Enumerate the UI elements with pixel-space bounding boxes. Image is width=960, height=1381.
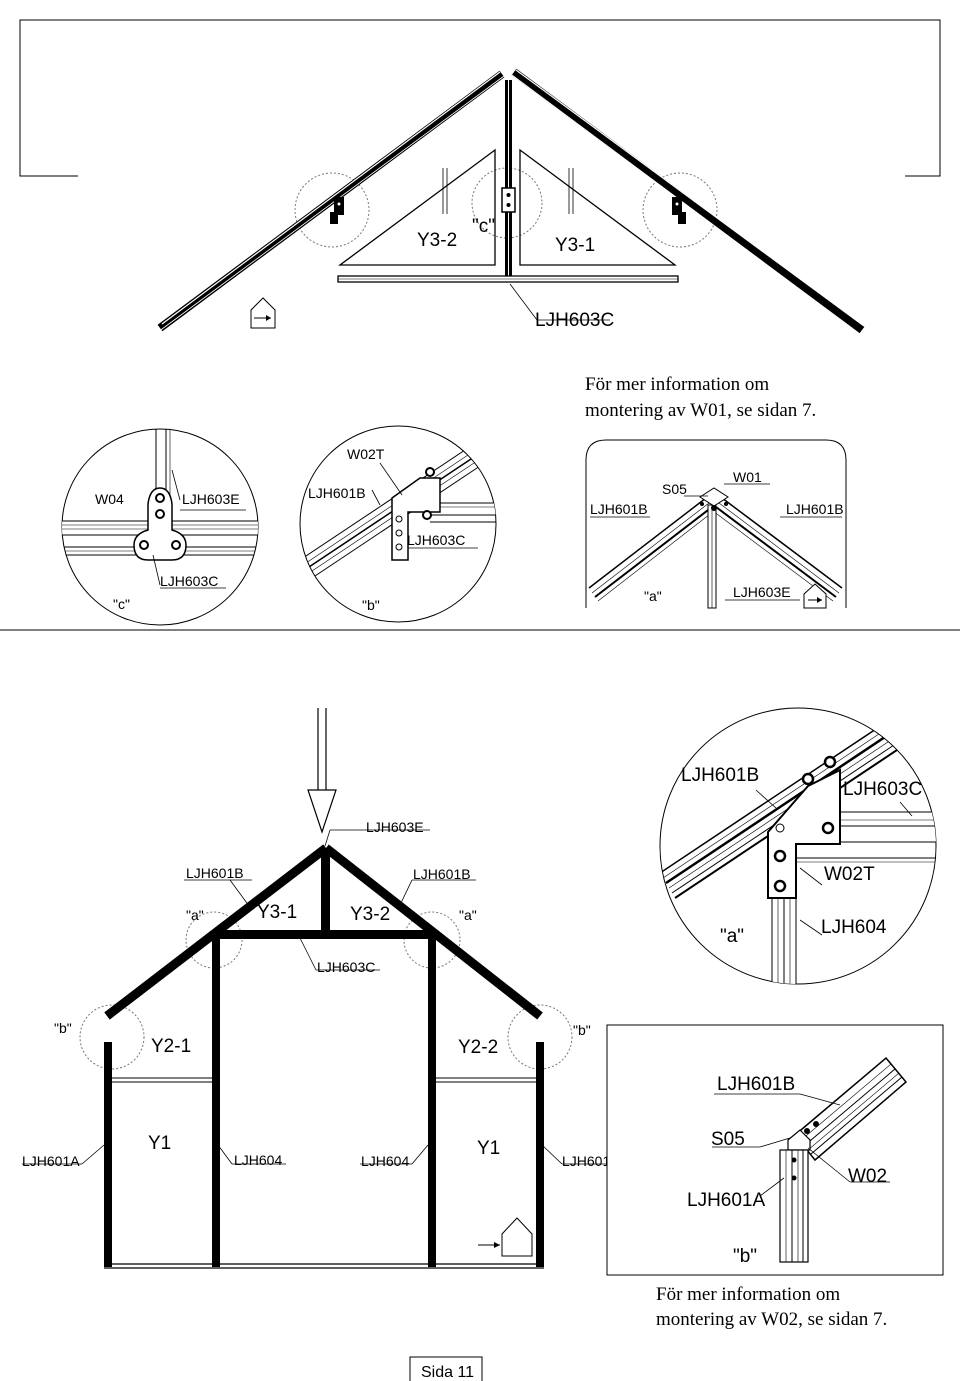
detail-b: W02T LJH601B LJH603C "b" [299, 425, 497, 623]
label-ljh604: LJH604 [821, 917, 887, 938]
label-ljh601b-left: LJH601B [186, 865, 244, 881]
label-ljh601b-right: LJH601B [786, 501, 844, 517]
label-s05: S05 [662, 481, 687, 497]
label-ljh603e: LJH603E [182, 491, 240, 507]
label-ljh603e: LJH603E [733, 584, 791, 600]
label-b: "b" [362, 597, 380, 613]
detail-a-top: S05 W01 LJH601B LJH601B "a" LJH603E [585, 439, 847, 609]
page-number: Sida 11 [421, 1364, 474, 1381]
label-ljh603c: LJH603C [843, 779, 922, 800]
label-a: "a" [644, 588, 662, 604]
label-w02: W02 [848, 1166, 887, 1187]
post-outer-right [536, 1042, 544, 1267]
label-w04: W04 [95, 491, 124, 507]
detail-circle-b-right [507, 1004, 573, 1070]
note-w02-line2: montering av W02, se sidan 7. [656, 1309, 887, 1330]
label-y3-2: Y3-2 [350, 904, 390, 925]
label-ljh603c: LJH603C [407, 532, 465, 548]
detail-circle-a-right [403, 911, 461, 969]
gusset-y3-2 [338, 148, 496, 266]
label-a: "a" [720, 926, 744, 947]
label-ljh601a-left: LJH601A [22, 1153, 80, 1169]
top-frame [19, 19, 941, 177]
label-y3-2: Y3-2 [417, 230, 457, 251]
house-direction-icon [803, 583, 827, 609]
label-b-right: "b" [573, 1022, 591, 1038]
label-b-left: "b" [54, 1020, 72, 1036]
stud-left [212, 939, 220, 1267]
gusset-y3-1 [519, 148, 677, 266]
rafter-right [511, 68, 865, 335]
label-y1-right: Y1 [477, 1138, 500, 1159]
ridge-post [321, 852, 330, 934]
label-ljh603c: LJH603C [317, 959, 375, 975]
detail-b-bottom: LJH601B S05 W02 LJH601A "b" [606, 1024, 944, 1276]
stud-right [428, 939, 436, 1267]
note-w01-line2: montering av W01, se sidan 7. [585, 400, 816, 421]
detail-c: W04 LJH603E LJH603C "c" [61, 428, 259, 626]
label-ljh601b: LJH601B [717, 1074, 795, 1095]
label-ljh601a-right: LJH601A [562, 1153, 620, 1169]
detail-circle-right [642, 172, 718, 248]
top-roof-diagram: Y3-2 "c" Y3-1 LJH603C För mer informatio… [19, 19, 941, 421]
rafter-left [157, 70, 505, 333]
label-ljh601a: LJH601A [687, 1190, 765, 1211]
label-ljh601b-right: LJH601B [413, 866, 471, 882]
note-w02-line1: För mer information om [656, 1284, 840, 1305]
label-w02t: W02T [347, 446, 385, 462]
bracket-left-icon [330, 197, 344, 224]
bottom-frame-diagram: LJH603E LJH601B LJH601B "a" Y3-1 Y3-2 "a… [22, 708, 622, 1269]
label-ljh603c: LJH603C [160, 573, 218, 589]
label-ljh601b: LJH601B [681, 765, 759, 786]
detail-circle-left [294, 172, 370, 248]
label-c: "c" [472, 216, 495, 237]
detail-circle-a-left [185, 911, 243, 969]
label-ljh604-left: LJH604 [234, 1152, 282, 1168]
down-arrow-icon [307, 708, 337, 834]
label-ljh603c: LJH603C [535, 310, 614, 331]
bracket-center-icon [501, 187, 516, 213]
label-c: "c" [113, 596, 130, 612]
label-y2-2: Y2-2 [458, 1037, 498, 1058]
page-footer-box [409, 1356, 483, 1381]
label-s05: S05 [711, 1129, 745, 1150]
label-w01: W01 [733, 469, 762, 485]
label-b: "b" [733, 1246, 757, 1267]
tie-beam [214, 930, 438, 939]
note-w01-line1: För mer information om [585, 374, 769, 395]
house-direction-icon [250, 297, 276, 329]
label-w02t: W02T [824, 864, 875, 885]
label-y2-1: Y2-1 [151, 1036, 191, 1057]
label-a-left: "a" [186, 907, 204, 923]
label-ljh601b-left: LJH601B [590, 501, 648, 517]
tie-beam [337, 275, 679, 283]
label-ljh604-right: LJH604 [361, 1153, 409, 1169]
label-ljh603e: LJH603E [366, 819, 424, 835]
label-ljh601b: LJH601B [308, 485, 366, 501]
house-direction-icon [478, 1217, 533, 1257]
detail-circle-b-left [79, 1004, 145, 1070]
detail-a-bottom: LJH601B LJH603C W02T "a" LJH604 [659, 707, 937, 985]
post-outer-left [104, 1042, 112, 1267]
label-y1-left: Y1 [148, 1133, 171, 1154]
center-post [505, 80, 512, 280]
label-y3-1: Y3-1 [555, 235, 595, 256]
bracket-right-icon [672, 197, 686, 224]
label-a-right: "a" [459, 907, 477, 923]
label-y3-1: Y3-1 [257, 902, 297, 923]
